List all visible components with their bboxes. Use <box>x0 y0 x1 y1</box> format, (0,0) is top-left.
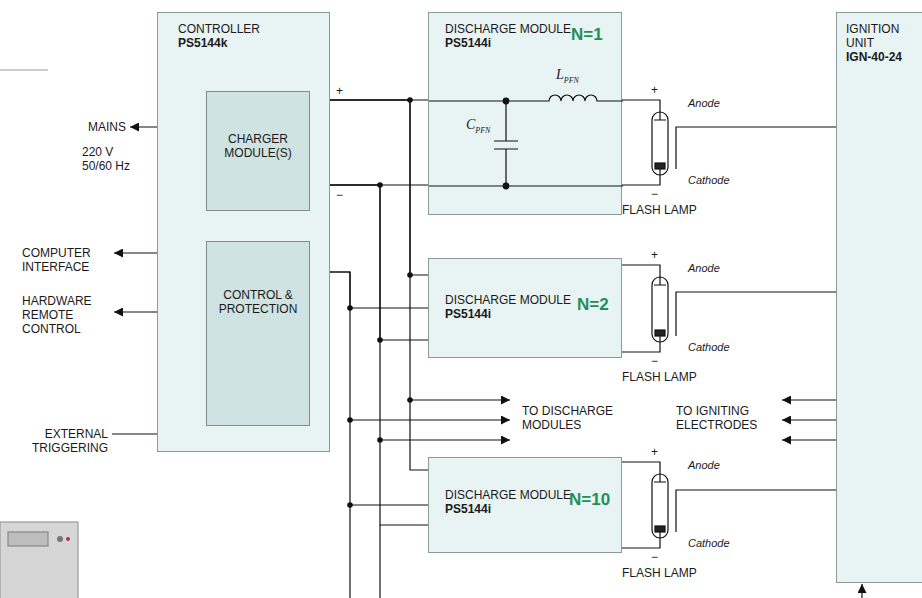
anode-electrode <box>654 277 666 285</box>
heading-text: DISCHARGE MODULE <box>445 22 571 36</box>
port-label: MAINS <box>70 120 126 134</box>
model-text: PS5144i <box>445 502 491 516</box>
polarity-sign: − <box>336 188 343 202</box>
capacitor-symbol <box>494 101 518 186</box>
module-label: CHARGER MODULE(S) <box>213 132 303 160</box>
cathode-electrode <box>655 330 665 336</box>
lamp-label: FLASH LAMP <box>622 203 697 217</box>
control-module: CONTROL & PROTECTION <box>206 241 310 426</box>
anode-wire <box>622 100 660 112</box>
electrode-label: Anode <box>688 96 720 110</box>
polarity-sign: − <box>651 550 658 564</box>
anode-electrode <box>654 474 666 482</box>
model-text: PS5144k <box>178 36 227 50</box>
electrode-label: Cathode <box>688 536 730 550</box>
ignition-wire <box>676 127 836 169</box>
component-symbol: LPFN <box>556 68 579 88</box>
ignition-arrow <box>782 419 836 420</box>
bus-label: TO DISCHARGE MODULES <box>522 404 622 432</box>
control-bus <box>349 505 350 598</box>
heading-text: CONTROLLER <box>178 22 260 36</box>
device-photo-detail <box>8 532 48 546</box>
electrode-label: Anode <box>688 458 720 472</box>
module-number: N=2 <box>577 295 609 315</box>
bus-arrow <box>410 399 510 400</box>
junction-dot <box>503 183 509 189</box>
cathode-electrode <box>659 532 660 538</box>
flash-lamp-symbol <box>652 474 668 538</box>
minus-wire <box>429 185 623 186</box>
cathode-electrode <box>655 163 665 169</box>
ignition-input-arrow <box>861 584 862 598</box>
model-text: PS5144i <box>445 307 491 321</box>
component-symbol: CPFN <box>466 118 490 138</box>
bus-arrow <box>350 419 510 420</box>
device-photo <box>0 522 78 598</box>
device-photo-detail <box>66 537 70 541</box>
electrode-label: Anode <box>688 261 720 275</box>
module-number: N=1 <box>571 25 603 45</box>
text-holder: CONTROL & PROTECTION <box>207 242 309 425</box>
flash-lamp-symbol <box>652 277 668 342</box>
port-label: HARDWARE REMOTE CONTROL <box>22 294 106 336</box>
lamp-label: FLASH LAMP <box>622 566 697 580</box>
ignition-unit: IGNITION UNITIGN-40-24 <box>836 12 922 583</box>
ignition-wire <box>676 490 836 532</box>
polarity-sign: + <box>651 248 658 262</box>
anode-wire <box>622 265 660 277</box>
polarity-sign: − <box>651 187 658 201</box>
model-text: PS5144i <box>445 36 491 50</box>
cathode-wire <box>622 175 660 185</box>
junction-dot <box>503 98 509 104</box>
controller-box: CONTROLLERPS5144kCHARGER MODULE(S) CONTRO… <box>157 12 330 452</box>
port-label: EXTERNAL TRIGGERING <box>22 427 108 455</box>
electrode-label: Cathode <box>688 173 730 187</box>
module-number: N=10 <box>569 490 610 510</box>
model-text: IGN-40-24 <box>846 50 902 64</box>
anode-electrode <box>654 112 666 120</box>
bus-label: TO IGNITING ELECTRODES <box>676 404 776 432</box>
minus-bus <box>379 525 380 598</box>
cathode-wire <box>622 342 660 352</box>
bus-arrow <box>380 439 510 440</box>
anode-wire <box>622 462 660 474</box>
ignition-arrow <box>782 439 836 440</box>
cathode-wire <box>622 538 660 548</box>
text-holder: CHARGER MODULE(S) <box>207 92 309 210</box>
heading-text: IGNITION UNIT <box>846 22 916 50</box>
port-label: COMPUTER INTERFACE <box>22 246 114 274</box>
module-label: CONTROL & PROTECTION <box>213 288 303 316</box>
cathode-electrode <box>655 526 665 532</box>
port-label: 220 V 50/60 Hz <box>82 145 144 173</box>
discharge-module: DISCHARGE MODULEPS5144i N=2 <box>428 258 622 358</box>
lamp-label: FLASH LAMP <box>622 370 697 384</box>
polarity-sign: + <box>651 445 658 459</box>
polarity-sign: + <box>336 84 343 98</box>
cathode-electrode <box>659 169 660 175</box>
rule-line <box>0 69 48 70</box>
polarity-sign: + <box>651 83 658 97</box>
inductor-symbol <box>429 95 623 101</box>
ignition-arrow <box>782 399 836 400</box>
cathode-electrode <box>659 336 660 342</box>
polarity-sign: − <box>651 354 658 368</box>
discharge-module: DISCHARGE MODULEPS5144i N=10 <box>428 457 622 553</box>
ignition-wire <box>676 292 836 336</box>
discharge-module: DISCHARGE MODULEPS5144i N=1 <box>428 12 622 215</box>
electrode-label: Cathode <box>688 340 730 354</box>
heading-text: DISCHARGE MODULE <box>445 293 571 307</box>
flash-lamp-symbol <box>652 112 668 175</box>
charger-module: CHARGER MODULE(S) <box>206 91 310 211</box>
device-photo-detail <box>57 536 63 542</box>
heading-text: DISCHARGE MODULE <box>445 488 571 502</box>
